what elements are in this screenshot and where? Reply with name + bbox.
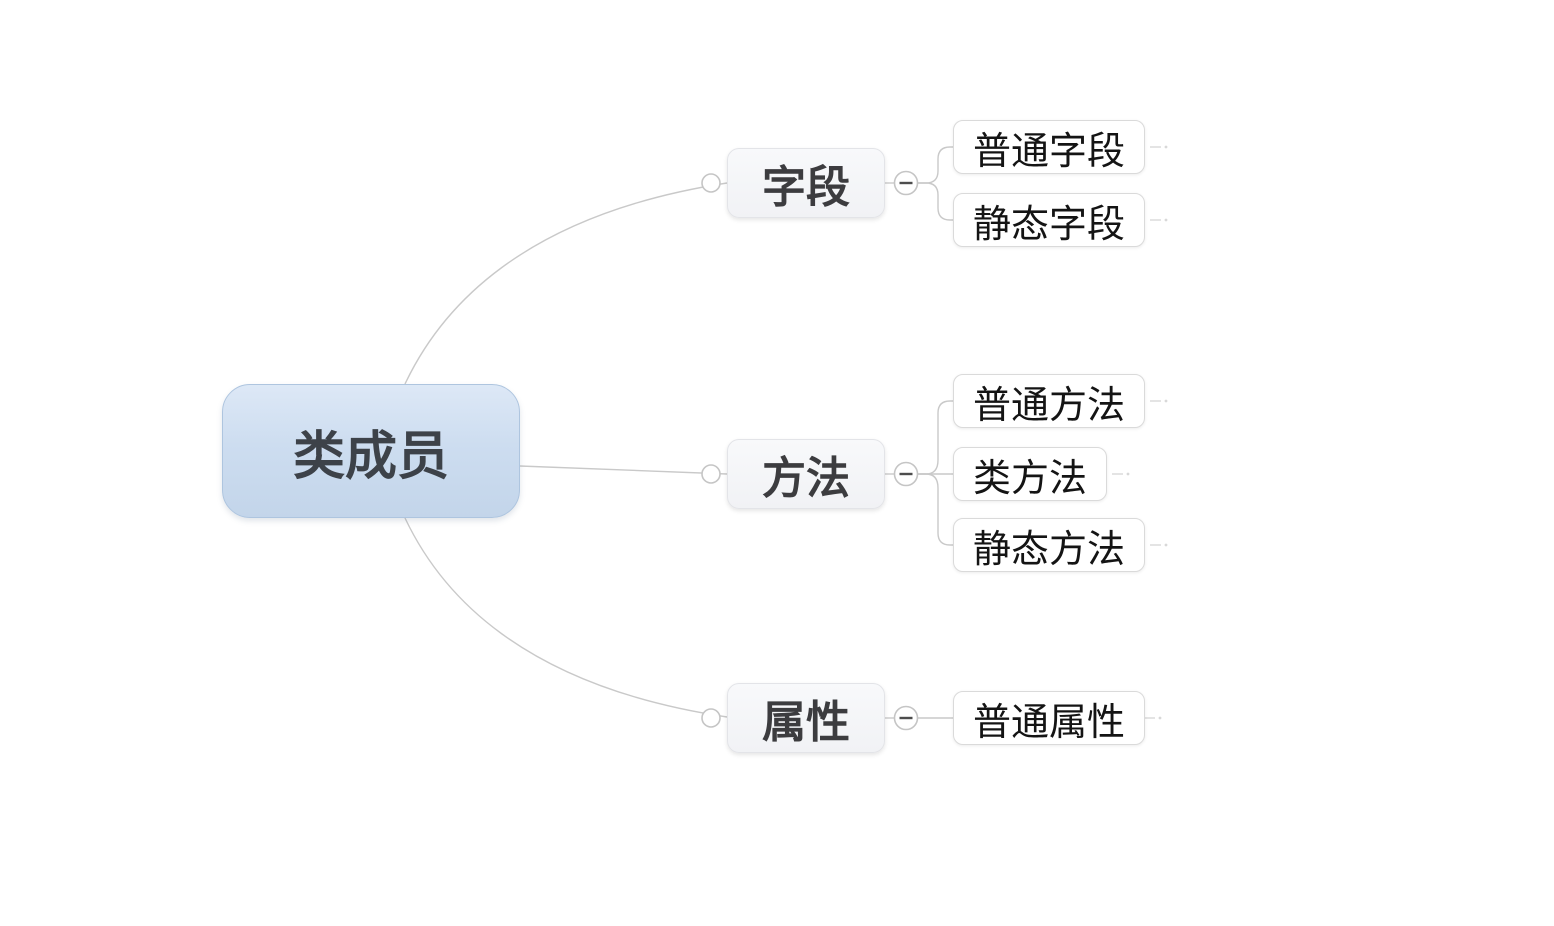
collapse-button-fields[interactable] — [893, 170, 919, 196]
stub-dot-static-method — [1164, 543, 1168, 547]
stub-dot-normal-prop — [1158, 716, 1162, 720]
stub-dot-normal-field — [1164, 145, 1168, 149]
connector-root-to-methods — [519, 465, 728, 475]
bracket-methods-child-1 — [917, 400, 953, 475]
stub-dot-normal-method — [1164, 399, 1168, 403]
stub-dot-static-field — [1164, 218, 1168, 222]
topic-leaf-normal-field[interactable]: 普通字段 — [953, 120, 1145, 174]
topic-leaf-normal-method[interactable]: 普通方法 — [953, 374, 1145, 428]
junction-dot-fields-icon — [701, 173, 721, 193]
connector-root-to-props — [404, 517, 728, 718]
topic-branch-props[interactable]: 属性 — [727, 683, 885, 753]
topic-root[interactable]: 类成员 — [222, 384, 520, 518]
topic-leaf-normal-prop[interactable]: 普通属性 — [953, 691, 1145, 745]
leaf-stubs — [1112, 145, 1168, 720]
topic-leaf-static-method[interactable]: 静态方法 — [953, 518, 1145, 572]
bracket-fields-child-2 — [917, 182, 953, 221]
topic-branch-methods[interactable]: 方法 — [727, 439, 885, 509]
bracket-methods-child-3 — [917, 473, 953, 546]
stub-dot-class-method — [1126, 472, 1130, 476]
junction-dot-props-icon — [701, 708, 721, 728]
collapse-button-methods[interactable] — [893, 461, 919, 487]
connector-root-to-fields — [404, 182, 728, 385]
collapse-button-props[interactable] — [893, 705, 919, 731]
topic-leaf-static-field[interactable]: 静态字段 — [953, 193, 1145, 247]
topic-branch-fields[interactable]: 字段 — [727, 148, 885, 218]
topic-leaf-class-method[interactable]: 类方法 — [953, 447, 1107, 501]
junction-dot-methods-icon — [701, 464, 721, 484]
bracket-fields-child-1 — [917, 146, 953, 184]
